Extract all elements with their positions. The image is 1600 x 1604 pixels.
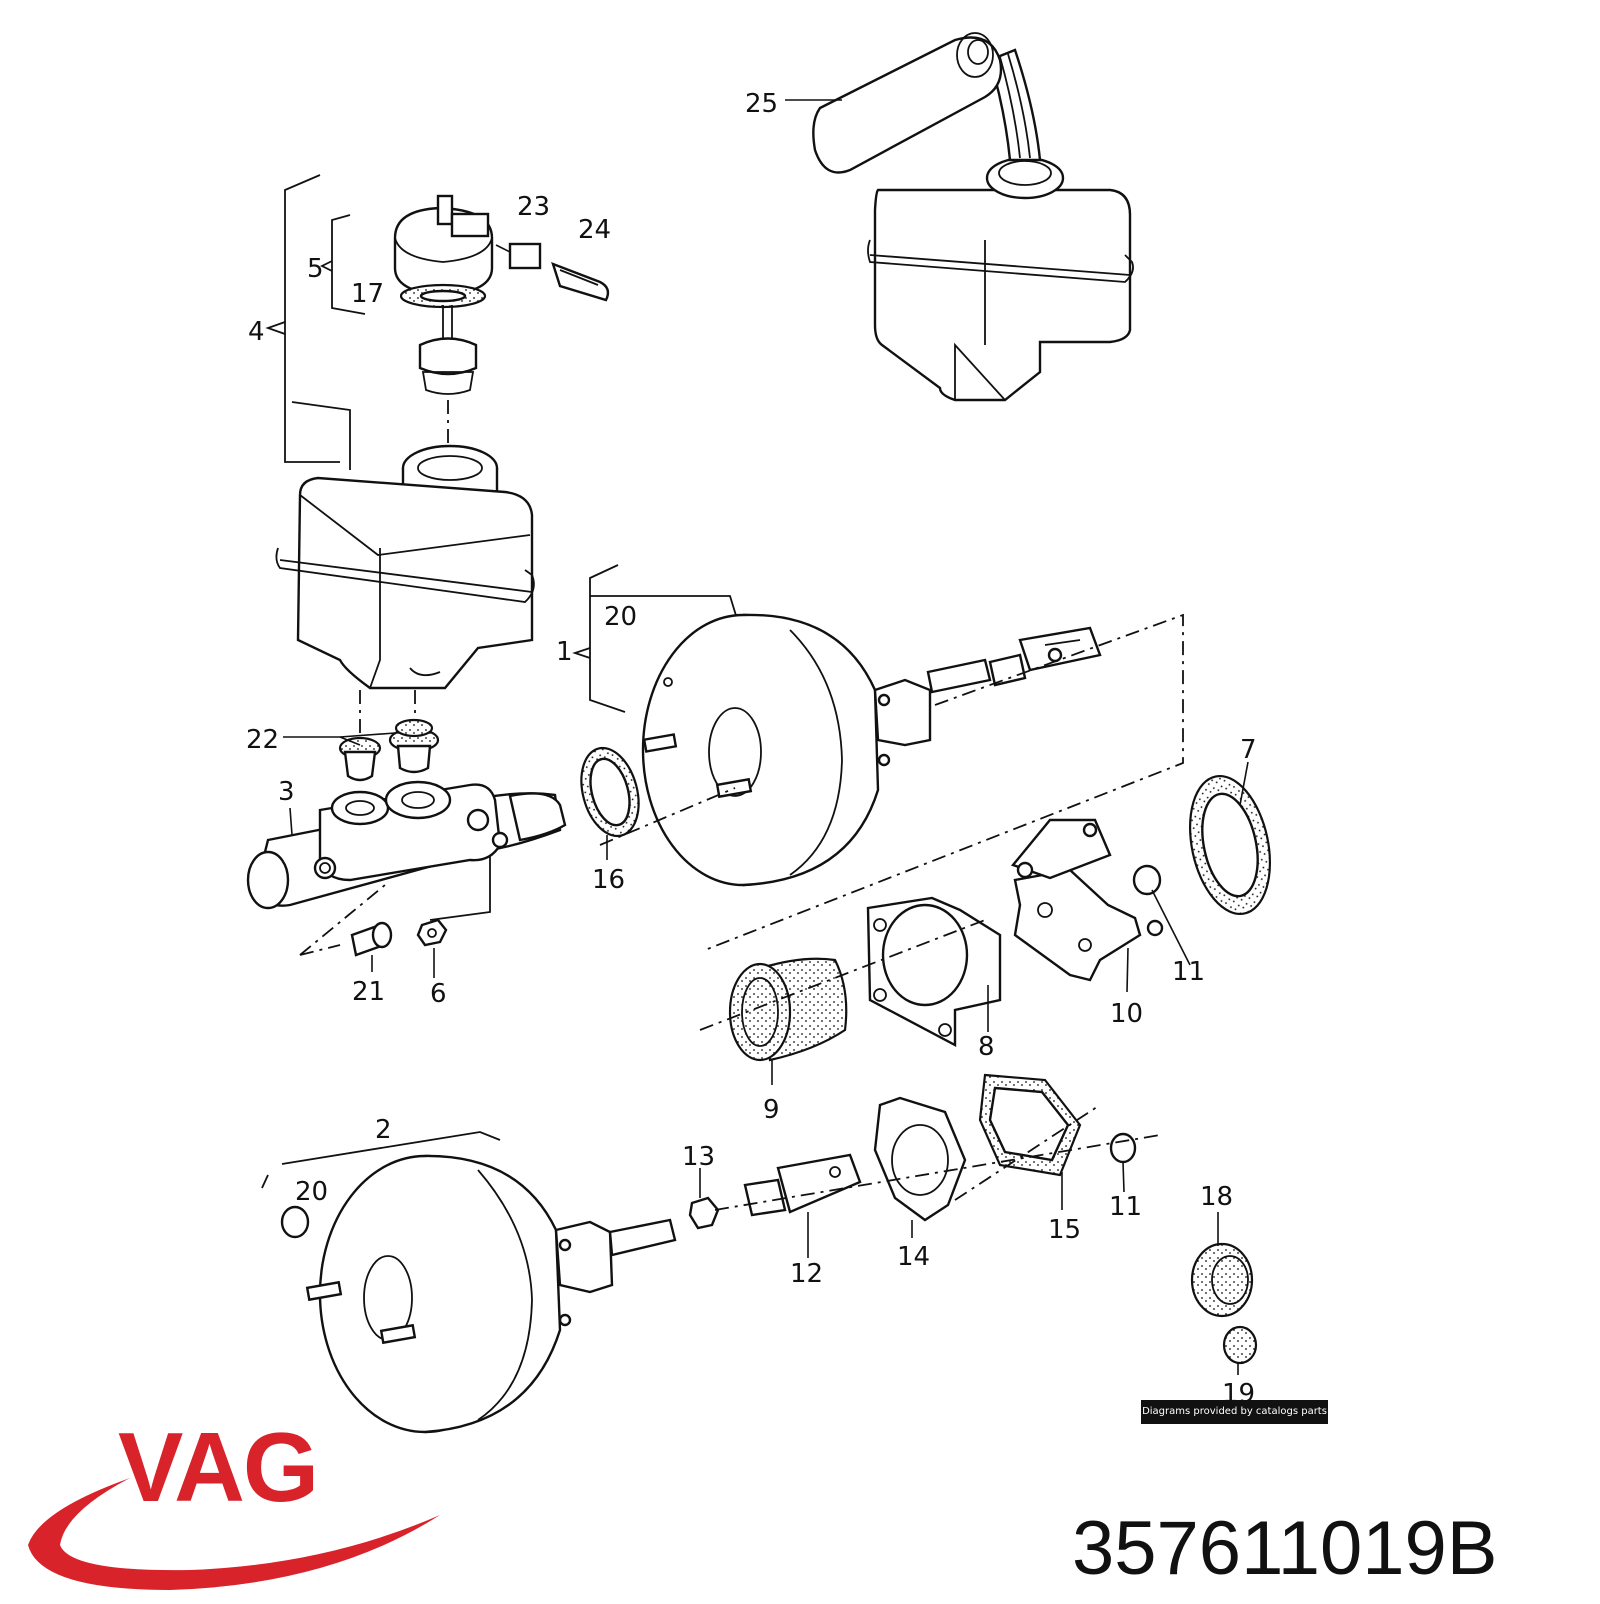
brake-booster-upper [572, 564, 1102, 887]
brand-swoosh [28, 1478, 440, 1590]
callout-20-upper: 20 [604, 602, 637, 632]
reservoir-with-hose [785, 32, 1134, 402]
callout-20-lower: 20 [295, 1177, 328, 1207]
part-number: 357611019B [1072, 1506, 1498, 1591]
callout-17: 17 [351, 279, 384, 309]
callout-11-lower: 11 [1109, 1192, 1142, 1222]
callout-21: 21 [352, 977, 385, 1007]
grommet-and-plug [1190, 1242, 1258, 1365]
gasket-ring [580, 746, 640, 838]
callout-16: 16 [592, 865, 625, 895]
callout-1: 1 [556, 637, 573, 667]
callout-4: 4 [248, 317, 265, 347]
screw-and-nut [350, 918, 448, 957]
callout-labels: 1 2 3 4 5 6 7 8 9 10 11 11 12 13 14 15 1… [246, 89, 1257, 1409]
callout-23: 23 [517, 192, 550, 222]
grommets [338, 718, 440, 782]
callout-10: 10 [1110, 999, 1143, 1029]
callout-12: 12 [790, 1259, 823, 1289]
main-reservoir [275, 444, 535, 690]
brand-logo-text: VAG [118, 1412, 319, 1522]
callout-22: 22 [246, 725, 279, 755]
callout-25: 25 [745, 89, 778, 119]
callout-7: 7 [1240, 735, 1257, 765]
callout-13: 13 [682, 1142, 715, 1172]
callout-18: 18 [1200, 1182, 1233, 1212]
bracket-assembly [1010, 774, 1272, 982]
callout-6: 6 [430, 979, 447, 1009]
callout-8: 8 [978, 1032, 995, 1062]
callout-5: 5 [307, 254, 324, 284]
callout-14: 14 [897, 1242, 930, 1272]
brake-booster-lower [261, 1131, 677, 1434]
callout-3: 3 [278, 777, 295, 807]
pushrod-parts [280, 1073, 1137, 1239]
diagram-credit: Diagrams provided by catalogs parts [1141, 1400, 1328, 1424]
cap-assembly [393, 194, 610, 395]
callout-9: 9 [763, 1095, 780, 1125]
master-cylinder [246, 780, 567, 910]
callout-2: 2 [375, 1115, 392, 1145]
callout-15: 15 [1048, 1215, 1081, 1245]
callout-11-upper: 11 [1172, 957, 1205, 987]
callout-24: 24 [578, 215, 611, 245]
filter-and-plate [728, 896, 1002, 1062]
